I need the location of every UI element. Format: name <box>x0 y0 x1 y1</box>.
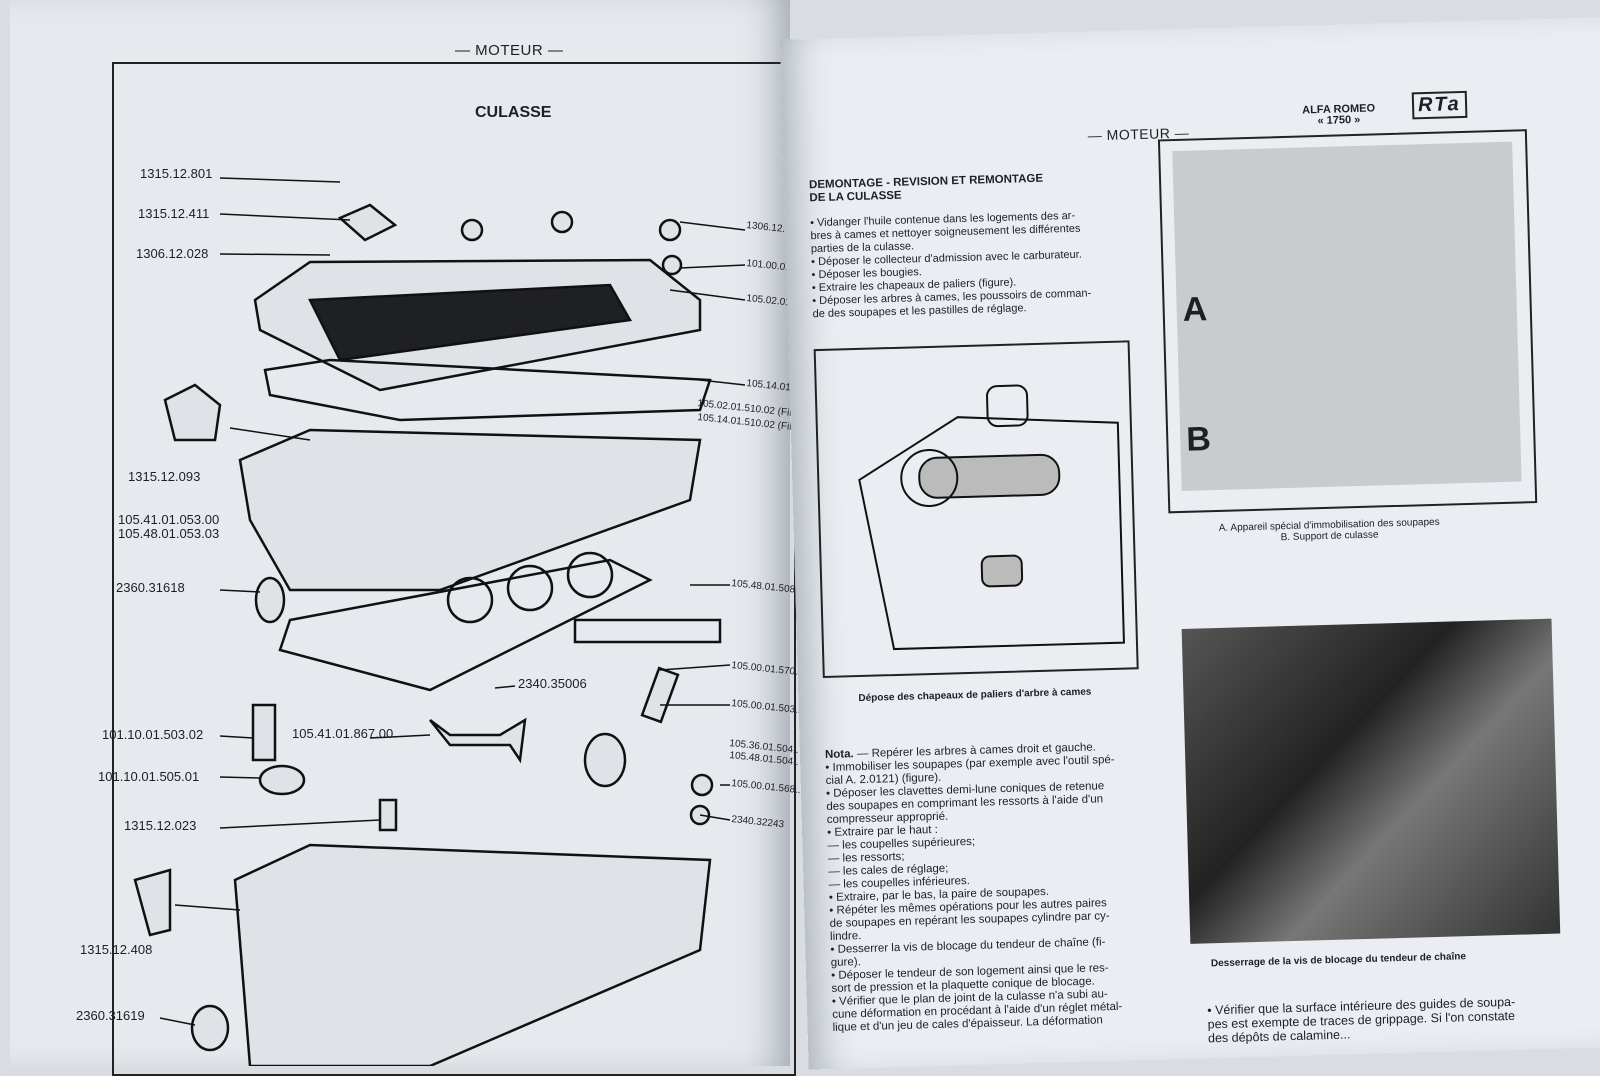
page-header: — MOTEUR — <box>455 42 564 59</box>
valve-guide <box>640 666 680 724</box>
washer <box>661 254 683 276</box>
bearing-cap <box>986 384 1029 428</box>
bearing-cap <box>163 383 222 442</box>
valve-guide <box>251 703 277 762</box>
washer-strip <box>573 618 722 644</box>
right-page: — MOTEUR — ALFA ROMEO « 1750 » RTa DEMON… <box>780 17 1600 1070</box>
seal-ring <box>583 732 627 788</box>
bolt <box>658 218 682 242</box>
part-label: 1315.12.411 <box>138 206 210 221</box>
figure-caption: Desserrage de la vis de blocage du tende… <box>1210 951 1467 970</box>
leader-lines <box>159 177 746 1026</box>
model-name: « 1750 » <box>1317 113 1361 128</box>
paragraph-2: Nota. — Repérer les arbres à cames droit… <box>825 741 1123 1035</box>
part-label: 1315.12.093 <box>128 469 201 484</box>
gasket-bore <box>446 576 494 624</box>
figure-caption: A. Appareil spécial d'immobilisation des… <box>1219 517 1440 545</box>
rta-logo: RTa <box>1411 90 1468 120</box>
figure-title: CULASSE <box>475 104 552 121</box>
label-a: A <box>1182 290 1208 329</box>
nota-label: Nota. <box>824 748 854 762</box>
head-gasket <box>278 558 653 692</box>
paragraph-1: • Vidanger l'huile contenue dans les log… <box>810 209 1092 321</box>
part-label: 1315.12.408 <box>80 942 153 957</box>
cam-sprocket <box>900 449 959 508</box>
part-label: 105.41.01.867.00 <box>292 726 394 741</box>
camshaft <box>918 453 1061 499</box>
part-label: 1315.12.023 <box>124 818 197 833</box>
figure-valve-tool: A B <box>1157 129 1538 514</box>
part-label: 1315.12.801 <box>140 166 213 181</box>
camshaft-drawing <box>858 384 1125 651</box>
part-label: 101.10.01.503.02 <box>102 727 204 742</box>
dowel <box>378 798 398 832</box>
label-b: B <box>1185 420 1212 459</box>
seal-ring <box>258 764 306 796</box>
lower-cylinder-head <box>233 843 712 1066</box>
gasket-bore <box>566 551 614 599</box>
head-outline <box>858 416 1125 651</box>
cylinder-head <box>238 428 702 592</box>
part-label: 2360.31619 <box>76 1008 145 1023</box>
bracket <box>429 717 527 764</box>
gasket-bore <box>506 564 554 612</box>
half-moon-plug <box>133 868 172 937</box>
cylinder-head-exploded-diagram <box>133 177 746 1066</box>
oil-filler-cap <box>337 203 398 242</box>
brand-block: ALFA ROMEO « 1750 » <box>1302 102 1376 128</box>
tensioner <box>980 554 1024 588</box>
part-label: 1306.12.028 <box>136 246 209 261</box>
cam-cover-recess <box>308 283 633 362</box>
paragraph-3: • Vérifier que la surface intérieure des… <box>1207 995 1516 1046</box>
washer <box>460 218 484 242</box>
seal-plug <box>254 576 286 624</box>
washer <box>550 210 574 234</box>
plug <box>690 773 714 797</box>
chain-tensioner-photo <box>1181 618 1561 944</box>
part-label: 2360.31618 <box>116 580 185 595</box>
figure-camshaft-caps <box>813 340 1139 679</box>
seal-plug <box>190 1004 230 1052</box>
cover-gasket <box>263 358 712 422</box>
part-label: 105.48.01.053.03 <box>118 526 220 541</box>
left-page: — MOTEUR — CULASSE <box>10 0 811 1076</box>
figure-caption: Dépose des chapeaux de paliers d'arbre à… <box>858 686 1092 705</box>
part-label: 105.41.01.053.00 <box>118 512 220 527</box>
section-title: DEMONTAGE - REVISION ET REMONTAGE DE LA … <box>809 173 1044 206</box>
part-label: 101.10.01.505.01 <box>98 769 200 784</box>
part-label: 2340.35006 <box>518 676 587 691</box>
valve-tool-photo <box>1172 141 1522 491</box>
